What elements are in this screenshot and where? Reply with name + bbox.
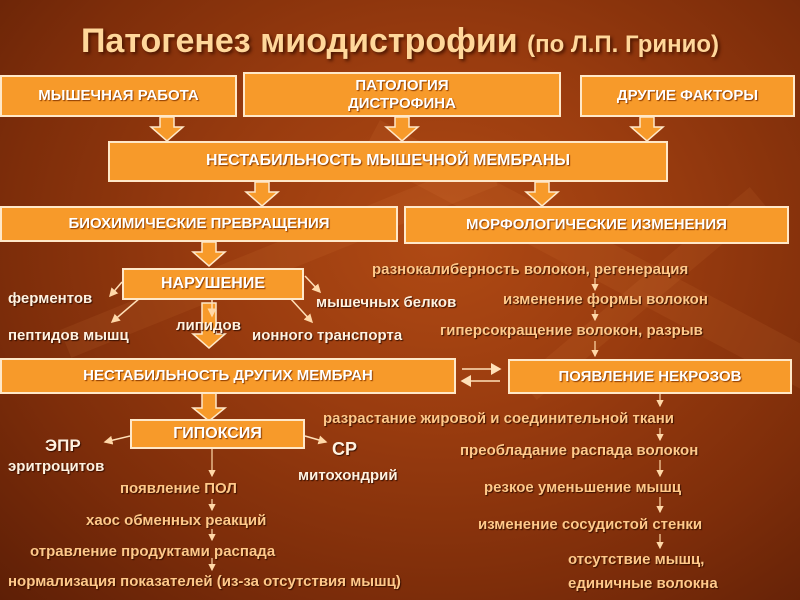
box-hypoxia-label: ГИПОКСИЯ <box>173 424 262 442</box>
necrosis-item-1: разрастание жировой и соединительной тка… <box>323 410 675 427</box>
box-biochemical-label: БИОХИМИЧЕСКИЕ ПРЕВРАЩЕНИЯ <box>68 215 330 233</box>
arrow-to-ion-transport <box>289 297 314 324</box>
block-arrow-biochemical <box>191 241 227 267</box>
block-arrow-other-membranes <box>190 392 228 422</box>
hypoxia-item-1: появление ПОЛ <box>120 480 237 497</box>
box-biochemical: БИОХИМИЧЕСКИЕ ПРЕВРАЩЕНИЯ <box>0 206 398 242</box>
box-muscle-work: МЫШЕЧНАЯ РАБОТА <box>0 75 237 117</box>
label-epr: ЭПР <box>45 436 81 455</box>
box-disorder: НАРУШЕНИЕ <box>122 268 304 300</box>
arrow-to-muscle-proteins <box>304 275 322 294</box>
page-title: Патогенез миодистрофии (по Л.П. Гринио) <box>0 22 800 61</box>
box-dystrophin-pathology-label: ПАТОЛОГИЯ ДИСТРОФИНА <box>348 77 456 112</box>
label-muscle-peptides: пептидов мышц <box>8 327 129 344</box>
box-other-factors-label: ДРУГИЕ ФАКТОРЫ <box>616 87 759 105</box>
box-muscle-work-label: МЫШЕЧНАЯ РАБОТА <box>38 87 199 105</box>
necrosis-item-4: изменение сосудистой стенки <box>478 516 703 533</box>
hypoxia-item-2: хаос обменных реакций <box>86 512 267 529</box>
label-muscle-proteins: мышечных белков <box>316 294 457 311</box>
label-sr: СР <box>332 439 358 459</box>
block-arrow-membrane-right <box>524 181 560 207</box>
hypoxia-item-4: нормализация показателей (из-за отсутств… <box>8 573 401 590</box>
block-arrow-other-factors <box>629 116 665 142</box>
title-author: (по Л.П. Гринио) <box>527 31 720 58</box>
box-morphological: МОРФОЛОГИЧЕСКИЕ ИЗМЕНЕНИЯ <box>404 206 789 244</box>
necrosis-item-5: отсутствие мышц, <box>568 551 705 568</box>
box-hypoxia: ГИПОКСИЯ <box>130 419 305 449</box>
necrosis-item-2: преобладание распада волокон <box>460 442 699 459</box>
title-main: Патогенез миодистрофии <box>80 22 518 60</box>
box-morphological-label: МОРФОЛОГИЧЕСКИЕ ИЗМЕНЕНИЯ <box>466 216 727 234</box>
label-ion-transport: ионного транспорта <box>252 327 403 344</box>
box-other-membranes: НЕСТАБИЛЬНОСТЬ ДРУГИХ МЕМБРАН <box>0 358 456 394</box>
block-arrow-dystrophin <box>384 116 420 142</box>
morph-item-1: разнокалиберность волокон, регенерация <box>372 261 689 278</box>
box-necrosis-label: ПОЯВЛЕНИЕ НЕКРОЗОВ <box>558 367 742 385</box>
necrosis-item-3: резкое уменьшение мышц <box>484 479 682 496</box>
necrosis-item-6: единичные волокна <box>568 575 718 592</box>
arrow-to-muscle-peptides <box>110 297 141 323</box>
label-mitochondria: митохондрий <box>298 467 398 484</box>
block-arrow-disorder <box>191 302 227 349</box>
label-lipids: липидов <box>176 317 241 334</box>
box-necrosis: ПОЯВЛЕНИЕ НЕКРОЗОВ <box>508 359 792 394</box>
hypoxia-item-3: отравление продуктами распада <box>30 543 276 560</box>
block-arrow-membrane-left <box>244 181 280 207</box>
box-disorder-label: НАРУШЕНИЕ <box>161 274 265 292</box>
morph-item-3: гиперсокращение волокон, разрыв <box>440 322 703 339</box>
arrow-to-epr <box>103 435 131 445</box>
morph-item-2: изменение формы волокон <box>503 291 708 308</box>
label-erythrocytes: эритроцитов <box>8 458 105 475</box>
box-other-factors: ДРУГИЕ ФАКТОРЫ <box>580 75 795 117</box>
box-other-membranes-label: НЕСТАБИЛЬНОСТЬ ДРУГИХ МЕМБРАН <box>83 367 373 385</box>
arrow-to-sr <box>304 435 328 445</box>
box-dystrophin-pathology: ПАТОЛОГИЯ ДИСТРОФИНА <box>243 72 561 117</box>
label-enzymes: ферментов <box>8 290 93 307</box>
arrow-to-enzymes <box>109 281 123 298</box>
box-membrane-instability-label: НЕСТАБИЛЬНОСТЬ МЫШЕЧНОЙ МЕМБРАНЫ <box>205 152 571 170</box>
block-arrow-muscle-work <box>149 116 185 142</box>
box-membrane-instability: НЕСТАБИЛЬНОСТЬ МЫШЕЧНОЙ МЕМБРАНЫ <box>108 141 668 182</box>
